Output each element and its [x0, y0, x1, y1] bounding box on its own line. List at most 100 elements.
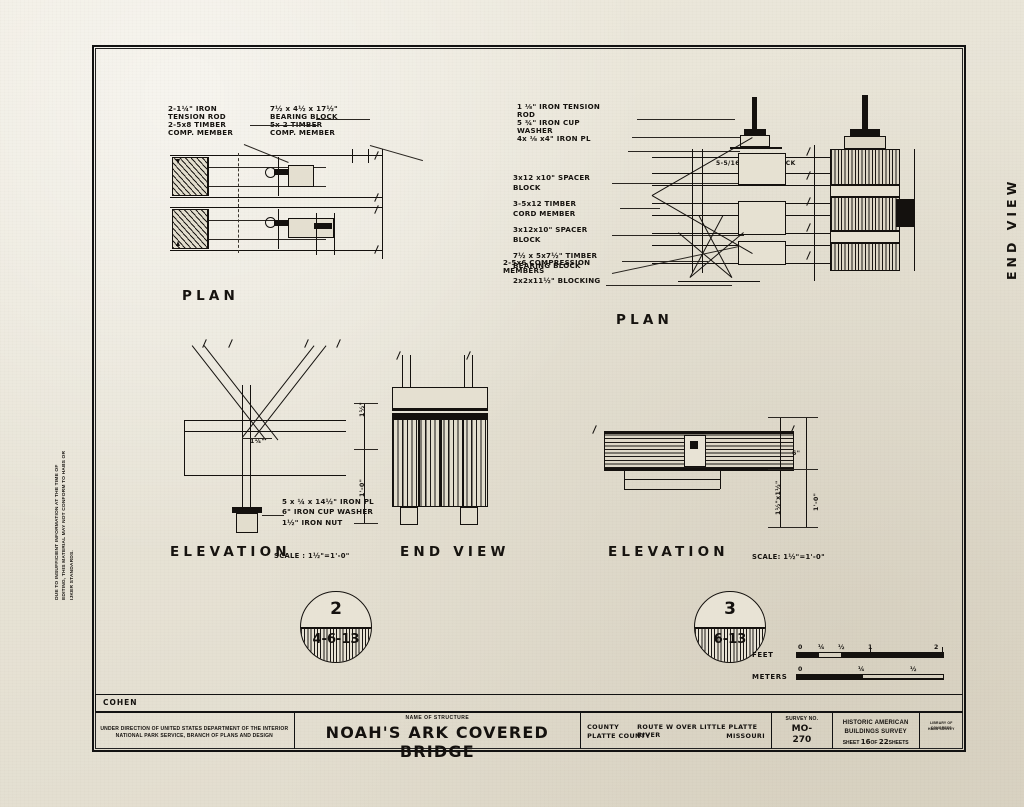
- plate-edge: [392, 409, 488, 411]
- scale-note-elevation-left: SCALE : 1½"=1'-0": [274, 552, 350, 560]
- detail-number: 3: [724, 599, 736, 619]
- bearing-plate: [392, 387, 488, 409]
- plate-edge: [720, 469, 722, 489]
- chord-top: [184, 431, 346, 433]
- dimension-line: [242, 438, 272, 440]
- detail-marker-2[interactable]: 2 4-6-13: [300, 591, 372, 663]
- timber-end-grain: [830, 197, 900, 231]
- spacer-block: [684, 435, 706, 467]
- scale-tick-label: 0: [798, 666, 803, 673]
- dimension-label: 1'-0": [359, 478, 366, 497]
- title-block: UNDER DIRECTION OF UNITED STATES DEPARTM…: [95, 711, 963, 761]
- tension-rod: [464, 355, 466, 387]
- leader-line: [316, 119, 370, 120]
- leader-line: [262, 515, 284, 516]
- iron-nut: [265, 217, 276, 228]
- divider: [95, 695, 96, 711]
- plan-rail: [170, 207, 382, 209]
- timber-end-grain: [830, 149, 900, 185]
- scale-tick-label: ½: [838, 644, 845, 651]
- member-edge: [278, 209, 280, 249]
- dimension-tick: [768, 527, 818, 529]
- scale-bar-segment: [797, 653, 819, 657]
- leader-line: [606, 285, 732, 286]
- hatch-fill: [301, 627, 371, 662]
- agency-line-2: NATIONAL PARK SERVICE, BRANCH OF PLANS A…: [115, 733, 273, 739]
- plan-rail: [652, 185, 832, 187]
- dimension-label: 6": [792, 450, 801, 457]
- annotation-elevation-left: 5 x ¼ x 14½" IRON PL 6" IRON CUP WASHER …: [282, 497, 374, 527]
- iron-plate: [744, 129, 766, 135]
- chord-top: [604, 431, 794, 433]
- plan-rail: [170, 155, 382, 157]
- tension-rod: [472, 355, 474, 387]
- dimension-arrow: [176, 159, 180, 164]
- scale-tick-label: ¼: [818, 644, 825, 651]
- dimension-arrow: [176, 241, 180, 246]
- bearing-block: [288, 165, 314, 187]
- sheet-border-inner: [95, 48, 963, 749]
- iron-plate: [850, 129, 880, 136]
- detail-date: 4-6-13: [312, 632, 360, 647]
- iron-nut: [236, 513, 258, 533]
- habs-line-2: BUILDINGS SURVEY: [844, 729, 907, 735]
- iron-tension-rod: [862, 95, 868, 131]
- sheet-count-line: SHEET 16OF 22SHEETS: [833, 738, 919, 746]
- caption-end-view-vertical: END VIEW: [1004, 177, 1019, 280]
- annotation-plan-right-mid: 3x12x10" SPACER BLOCK: [513, 225, 588, 245]
- scale-bar-meters: METERS 0 ¼ ½: [752, 666, 952, 689]
- chord-end: [184, 420, 186, 475]
- spacer-block: [738, 201, 786, 235]
- plate-edge: [624, 489, 720, 491]
- tension-rod: [402, 355, 404, 387]
- cup-washer: [740, 135, 770, 147]
- scale-bar-segment: [865, 653, 943, 657]
- tension-rod: [242, 385, 244, 517]
- name-of-structure-label: NAME OF STRUCTURE: [405, 715, 470, 721]
- divider: [695, 627, 765, 629]
- sheet-of: OF: [870, 740, 878, 746]
- leader-line: [612, 235, 744, 236]
- leader-line: [250, 125, 318, 126]
- dimension-line: [814, 145, 816, 281]
- scale-bar-track: [796, 674, 944, 680]
- annotation-plan-right-top: 1 ⅛" IRON TENSION ROD 5 ¾" IRON CUP WASH…: [517, 102, 601, 143]
- annotation-plan-left-2: 7½ x 4½ x 17½" BEARING BLOCK 5x 2 TIMBER…: [270, 104, 338, 137]
- editing-disclaimer: DUE TO INSUFFICIENT INFORMATION AT THE T…: [54, 450, 94, 600]
- annotation-plan-right-mid: 2x2x11½" BLOCKING: [513, 276, 601, 285]
- cup-washer: [844, 136, 886, 149]
- member-edge: [702, 149, 704, 273]
- survey-no-value-2: 270: [792, 735, 812, 745]
- iron-plate: [274, 220, 288, 226]
- title-block-structure-name: NAME OF STRUCTURE NOAH'S ARK COVERED BRI…: [295, 713, 582, 761]
- member-edge: [914, 149, 916, 271]
- spacer-block: [830, 231, 900, 243]
- dimension-line: [780, 417, 782, 527]
- county-value: PLATTE COUNTY: [587, 732, 651, 740]
- iron-nut: [400, 507, 418, 525]
- caption-elevation-right: ELEVATION: [608, 544, 729, 560]
- divider: [301, 627, 371, 629]
- chord-bottom: [184, 475, 346, 477]
- detail-marker-3[interactable]: 3 6-13: [694, 591, 766, 663]
- member-edge: [208, 209, 210, 249]
- scale-bar-segment: [841, 653, 865, 657]
- dimension-label: 1'-0": [813, 492, 820, 511]
- member-edge: [418, 419, 420, 507]
- spacer-block: [830, 185, 900, 197]
- scale-bar-tick: [942, 647, 943, 654]
- title-block-habs: HISTORIC AMERICAN BUILDINGS SURVEY SHEET…: [833, 713, 920, 749]
- member-edge: [440, 419, 442, 507]
- plan-edge: [316, 213, 318, 255]
- plan-rail: [170, 250, 382, 252]
- annotation-plan-right-mid: 7½ x 5x7½" TIMBER BEARING BLOCK: [513, 251, 598, 271]
- caption-end-view-center: END VIEW: [400, 544, 510, 560]
- member-edge: [208, 239, 326, 241]
- sheet-total: 22: [878, 738, 889, 746]
- scale-bars: FEET 0 ¼ ½ 1 2 METERS 0 ¼ ½: [752, 644, 952, 689]
- agency-line-1: UNDER DIRECTION OF UNITED STATES DEPARTM…: [100, 726, 289, 732]
- scale-tick-label: ¼: [858, 666, 865, 673]
- plan-rail: [170, 197, 382, 199]
- section-mark: [352, 149, 354, 163]
- disclaimer-text: DUE TO INSUFFICIENT INFORMATION AT THE T…: [55, 450, 75, 600]
